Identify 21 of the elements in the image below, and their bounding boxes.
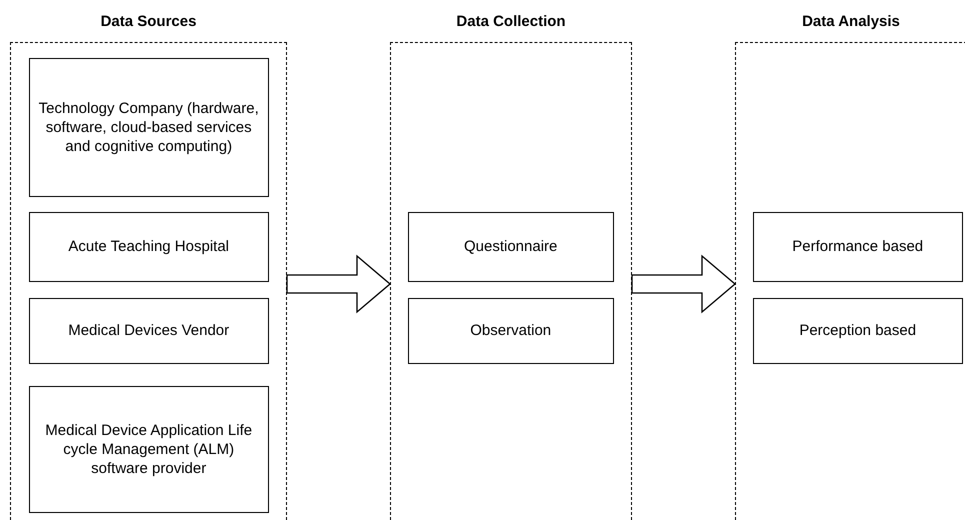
column-heading: Data Sources <box>100 13 198 30</box>
source-box <box>28 386 269 513</box>
source-box <box>752 298 963 364</box>
box-label: Observation <box>469 321 552 340</box>
box-label: Questionnaire <box>462 237 558 256</box>
box-label: Medical Devices Vendor <box>67 321 230 340</box>
box-label: Perception based <box>798 321 918 340</box>
source-box <box>28 58 269 197</box>
box-label: Acute Teaching Hospital <box>67 237 230 256</box>
column-heading: Data Analysis <box>801 13 901 30</box>
source-box <box>408 212 614 282</box>
source-box <box>752 212 963 282</box>
block-arrow <box>286 254 391 314</box>
source-box <box>28 298 269 364</box>
column-heading: Data Collection <box>455 13 567 30</box>
box-label: Technology Company (hardware, software, cloud-based services and cognitive computing) <box>38 98 260 156</box>
box-label: Medical Device Application Life cycle Management (ALM) software provider <box>44 420 254 478</box>
source-box <box>408 298 614 364</box>
block-arrow <box>631 254 736 314</box>
box-label: Performance based <box>791 237 924 256</box>
source-box <box>28 212 269 282</box>
